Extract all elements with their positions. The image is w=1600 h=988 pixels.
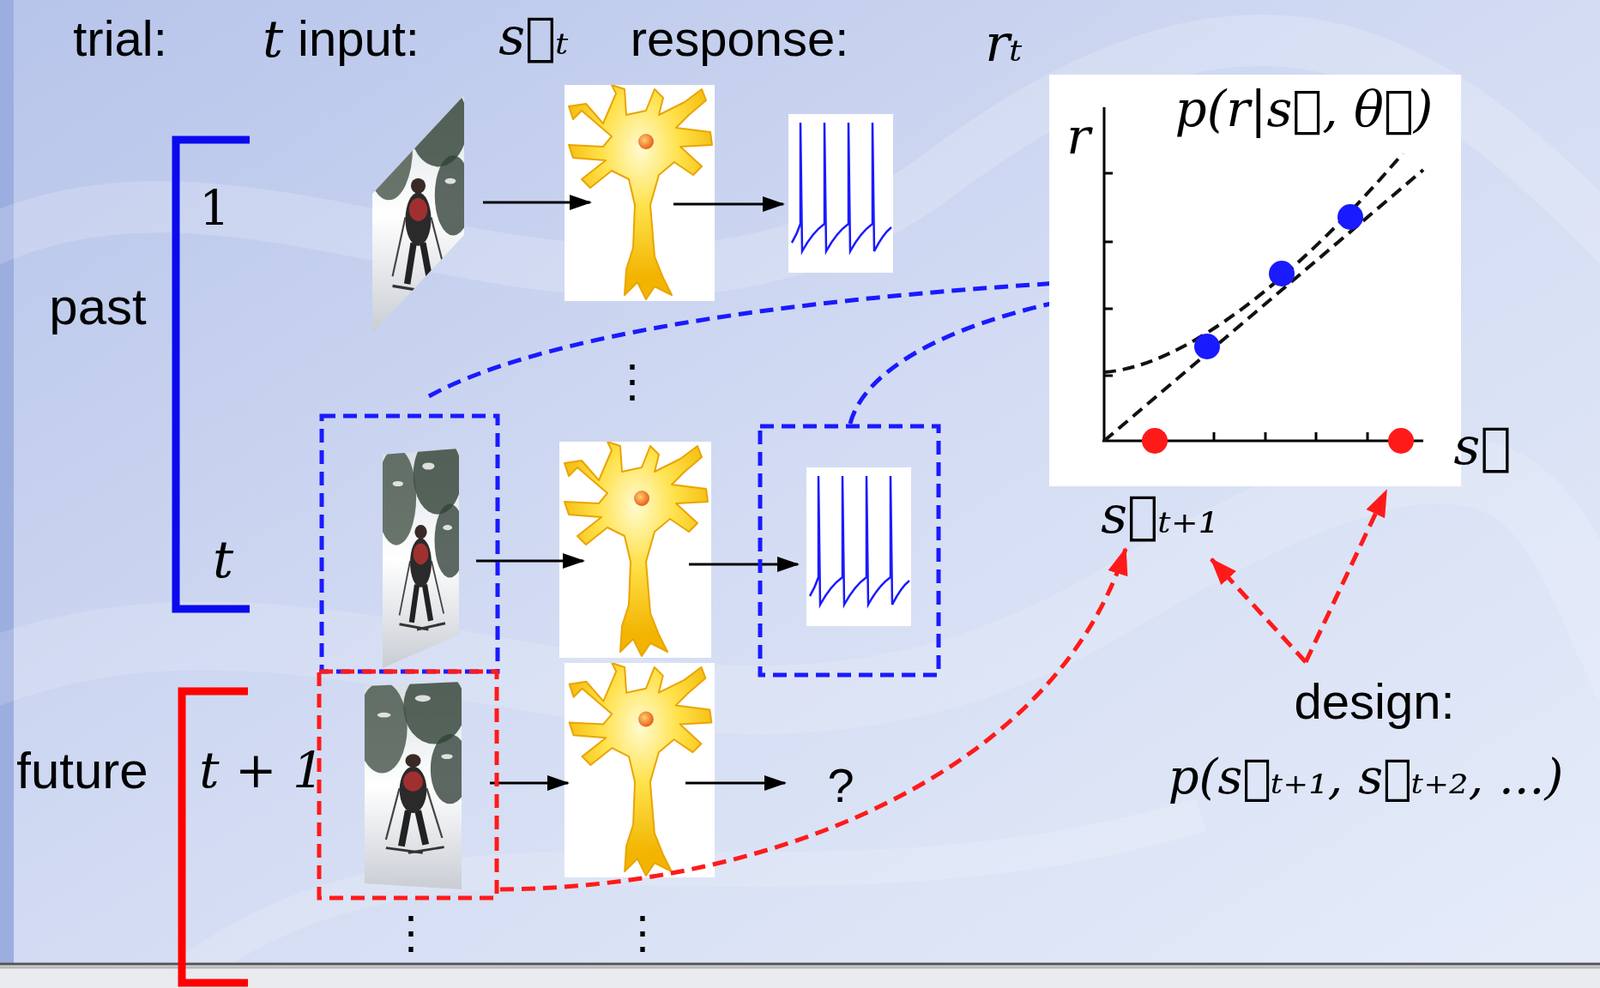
axis-heading: response: <box>628 10 852 68</box>
spike-train <box>788 114 894 273</box>
axis-label: s⃗ <box>1452 416 1514 477</box>
future-bracket <box>181 691 248 984</box>
stimulus-image <box>356 669 470 890</box>
observed-point <box>1268 260 1295 287</box>
plot-axes <box>1104 172 1113 176</box>
math-symbol: rₜ <box>983 13 1024 73</box>
observed-point <box>1194 333 1220 360</box>
axis-label: s⃗ₜ₊₁ <box>1098 485 1220 545</box>
flow-arrow <box>476 202 798 784</box>
past-bracket <box>175 139 250 610</box>
model-curve <box>1104 169 1424 441</box>
spike-train <box>806 467 912 627</box>
spike-train <box>809 476 910 605</box>
axis-heading: input: <box>295 10 422 68</box>
spike-train <box>806 467 912 627</box>
plot-axes <box>1104 241 1113 244</box>
observed-point <box>1337 204 1364 230</box>
math-symbol: t <box>260 9 285 69</box>
stimulus-image <box>356 669 470 890</box>
plot-axes <box>1213 432 1216 441</box>
plot-panel: p(r|s⃗, θ⃗) r <box>1049 74 1462 487</box>
neuron-icon <box>568 84 713 300</box>
data-arrow <box>500 549 1126 890</box>
past-bracket <box>175 139 250 610</box>
spike-train <box>791 122 892 252</box>
background <box>0 0 14 965</box>
model-curve <box>1104 153 1403 373</box>
plot-axes <box>1103 107 1106 442</box>
observed-point <box>1194 204 1364 360</box>
axis-label: r <box>1064 108 1093 166</box>
flow-arrow <box>688 563 798 567</box>
flow-arrow <box>489 782 568 785</box>
ellipsis-dots: ⋮ <box>618 907 667 960</box>
plot-axes <box>1104 374 1113 378</box>
highlight-box <box>760 426 939 676</box>
stimulus-image <box>376 435 465 669</box>
design-point <box>1141 428 1414 454</box>
plot-axes <box>1366 432 1370 441</box>
plot-axes <box>1104 307 1113 311</box>
axis-heading: trial: <box>71 10 170 68</box>
ellipsis-dots: ⋮ <box>608 356 657 408</box>
ellipsis-dots: ⋮ <box>386 907 435 960</box>
plot-axes <box>1315 432 1318 441</box>
curve-formula: p(r|s⃗, θ⃗) <box>1173 80 1436 139</box>
background <box>0 966 1600 970</box>
neuron-icon <box>569 663 713 876</box>
spike-train <box>788 114 894 273</box>
data-arrow <box>1211 559 1306 663</box>
highlight-box <box>321 416 498 672</box>
design-point <box>1388 428 1414 454</box>
background <box>0 963 1600 967</box>
trial-number: t <box>211 530 236 590</box>
model-curve <box>1104 153 1424 441</box>
stimulus-image <box>356 80 472 890</box>
flow-arrow <box>685 782 785 785</box>
design-formula: p(s⃗ₜ₊₁, s⃗ₜ₊₂, ...) <box>1166 749 1565 805</box>
highlight-box <box>319 416 939 899</box>
neuron-icon <box>564 663 715 878</box>
flow-arrow <box>673 203 784 206</box>
stimulus-image <box>376 435 465 669</box>
neuron-icon <box>564 441 708 657</box>
neuron-icon <box>564 84 715 302</box>
neuron-icon <box>559 441 712 659</box>
math-symbol: s⃗ₜ <box>496 6 571 67</box>
trial-number: t + 1 <box>197 742 327 800</box>
design-point <box>1141 428 1168 454</box>
trial-number: 1 <box>197 181 232 236</box>
stimulus-image <box>364 80 471 334</box>
design-label: design: <box>1292 673 1456 731</box>
flow-arrow <box>476 560 584 563</box>
data-arrow <box>1305 490 1387 663</box>
future-bracket <box>181 691 248 984</box>
group-label: future <box>14 741 150 801</box>
plot-axes <box>1264 432 1268 441</box>
plot-axes <box>1102 107 1424 442</box>
group-label: past <box>47 277 148 337</box>
flow-arrow <box>483 201 591 205</box>
background <box>0 469 1600 701</box>
unknown-response: ? <box>825 758 856 814</box>
stimulus-image <box>364 80 471 334</box>
highlight-box <box>319 671 497 899</box>
